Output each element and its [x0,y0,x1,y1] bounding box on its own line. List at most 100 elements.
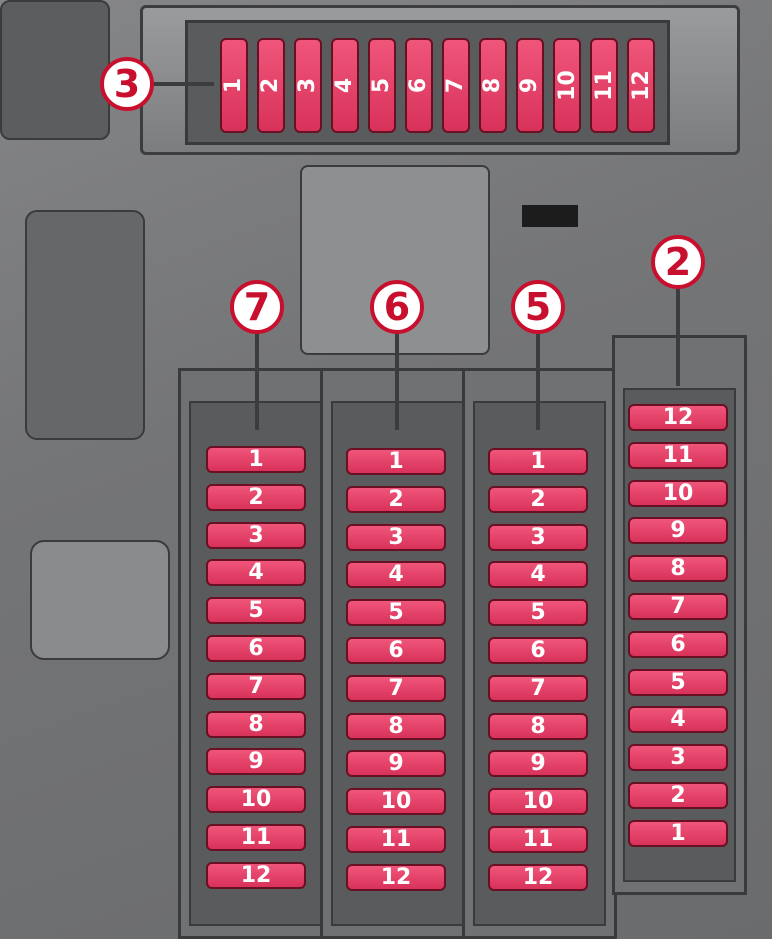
leader-line-3 [152,82,214,86]
fuse-3-3: 3 [294,38,322,133]
fuse-5-9: 9 [488,750,588,778]
fuse-number: 5 [369,77,395,94]
fuse-number: 1 [388,449,404,474]
fuse-6-12: 12 [346,863,446,891]
fuse-number: 5 [388,600,404,626]
fuse-6-4: 4 [346,561,446,589]
callout-7: 7 [230,280,284,334]
callout-5: 5 [511,280,565,334]
fuse-7-11: 11 [206,824,306,851]
fuse-6-2: 2 [346,485,446,513]
fuse-number: 6 [670,631,686,657]
fuse-7-12: 12 [206,861,306,889]
fuse-2-9: 9 [628,517,728,545]
fuse-number: 8 [388,713,404,739]
fuse-number: 2 [388,486,404,512]
fuse-2-3: 3 [628,744,728,772]
fuse-3-4: 4 [331,38,359,133]
fuse-5-10: 10 [488,788,588,816]
fuse-2-10: 10 [628,479,728,507]
fuse-number: 1 [221,77,247,94]
fuse-3-2: 2 [257,38,285,133]
fuse-6-3: 3 [346,523,446,551]
fuse-3-11: 11 [590,38,618,133]
fuse-6-7: 7 [346,674,446,702]
fuse-number: 11 [380,827,412,852]
fuse-5-12: 12 [488,863,588,891]
fuse-number: 6 [388,638,404,663]
fuse-2-8: 8 [628,555,728,583]
fuse-5-8: 8 [488,712,588,740]
fuse-number: 2 [530,486,546,512]
fuse-3-7: 7 [442,38,470,133]
fuse-6-5: 5 [346,599,446,627]
fuse-number: 8 [670,556,686,582]
fuse-number: 11 [240,825,272,850]
fuse-6-9: 9 [346,750,446,778]
leader-line-7 [255,333,259,430]
fuse-number: 9 [530,751,546,777]
fuse-6-10: 10 [346,788,446,816]
fuse-5-7: 7 [488,674,588,702]
fuse-number: 3 [530,524,546,550]
fuse-5-6: 6 [488,637,588,664]
fuse-2-2: 2 [628,782,728,809]
fuse-number: 6 [530,638,546,663]
fuse-6-1: 1 [346,448,446,475]
fuse-6-8: 8 [346,712,446,740]
fuse-number: 11 [591,70,617,101]
fuse-number: 10 [662,480,694,506]
fuse-number: 2 [248,484,264,510]
fuse-number: 4 [670,707,686,733]
left-cable-clip [25,210,145,440]
fuse-5-5: 5 [488,599,588,627]
fuse-7-8: 8 [206,710,306,738]
fuse-number: 3 [388,524,404,550]
fuse-number: 10 [522,789,554,815]
fuse-3-1: 1 [220,38,248,133]
fuse-number: 10 [554,70,580,101]
fuse-number: 4 [530,562,546,588]
fuse-number: 12 [662,405,694,430]
fuse-7-6: 6 [206,635,306,662]
fuse-number: 1 [530,449,546,474]
fuse-number: 7 [670,594,686,619]
fuse-2-12: 12 [628,404,728,431]
callout-3: 3 [100,57,154,111]
fuse-number: 8 [530,713,546,739]
fuse-7-3: 3 [206,521,306,549]
fuse-3-8: 8 [479,38,507,133]
callout-2: 2 [651,235,705,289]
leader-line-6 [395,333,399,430]
fuse-3-6: 6 [405,38,433,133]
leader-line-2 [676,288,680,386]
fuse-3-12: 12 [627,38,655,133]
fuse-number: 2 [670,783,686,808]
fuse-number: 1 [248,447,264,472]
fuse-6-6: 6 [346,637,446,664]
fuse-number: 7 [388,675,404,701]
left-bracket [30,540,170,660]
fuse-2-7: 7 [628,593,728,620]
fuse-number: 3 [670,745,686,771]
fuse-5-1: 1 [488,448,588,475]
fuse-number: 5 [530,600,546,626]
fuse-number: 10 [240,787,272,813]
fuse-number: 5 [670,669,686,695]
fuse-7-1: 1 [206,446,306,473]
fuse-number: 3 [248,522,264,548]
fuse-7-2: 2 [206,483,306,511]
fuse-number: 8 [480,77,506,94]
relay-slot [522,205,578,227]
leader-line-5 [536,333,540,430]
fuse-number: 7 [248,673,264,699]
fuse-5-3: 3 [488,523,588,551]
fuse-number: 1 [670,820,686,846]
fuse-number: 6 [248,636,264,661]
fuse-number: 9 [248,749,264,775]
fuse-number: 4 [248,560,264,586]
fuse-number: 5 [248,598,264,624]
fuse-7-4: 4 [206,559,306,587]
fuse-number: 11 [662,442,694,468]
